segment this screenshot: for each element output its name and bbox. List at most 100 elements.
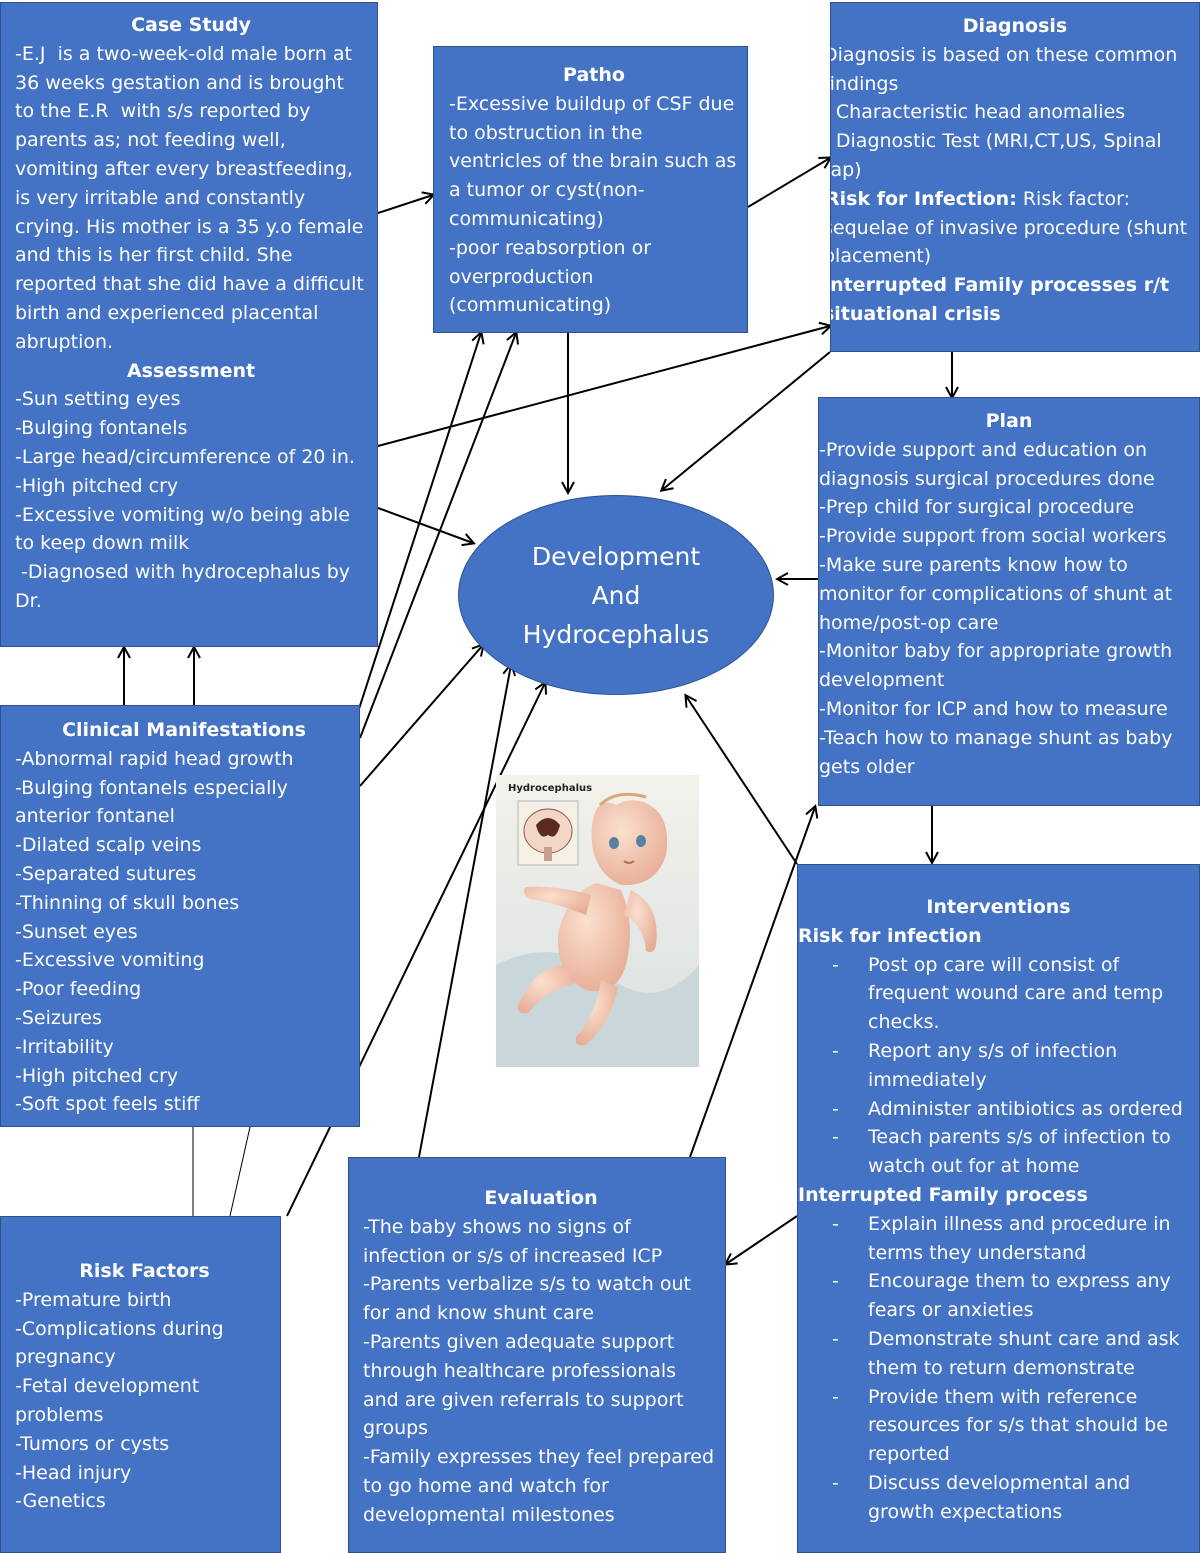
case-study-line: -E.J is a two-week-old male born at — [15, 42, 352, 65]
diagnosis-family-line: situational crisis — [830, 302, 1001, 325]
evaluation-line: to go home and watch for — [363, 1474, 609, 1497]
plan-box: Plan -Provide support and education on di… — [818, 397, 1200, 806]
assessment-line: -Large head/circumference of 20 in. — [15, 445, 355, 468]
assessment-line: -High pitched cry — [15, 474, 179, 497]
risk-factors-title: Risk Factors — [79, 1260, 210, 1282]
assessment-line: -Sun setting eyes — [15, 388, 181, 411]
hydrocephalus-illustration: Hydrocephalus — [496, 775, 699, 1067]
center-line-2: And — [591, 580, 641, 610]
interventions-family-item-text: Demonstrate shunt care and ask them to r… — [868, 1327, 1180, 1379]
risk-factors-line: problems — [15, 1403, 104, 1426]
clinical-line: -Sunset eyes — [15, 920, 138, 943]
risk-factors-line: -Fetal development — [15, 1375, 200, 1398]
risk-factors-line: -Premature birth — [15, 1288, 172, 1311]
center-line-3: Hydrocephalus — [522, 619, 710, 649]
assessment-title: Assessment — [126, 359, 256, 382]
risk-factors-line: pregnancy — [15, 1346, 116, 1369]
interventions-family-title: Interrupted Family process — [798, 1183, 1088, 1206]
interventions-family-item-text: Discuss developmental and growth expecta… — [868, 1471, 1131, 1523]
case-study-line: 36 weeks gestation and is brought — [15, 71, 344, 94]
evaluation-line: through healthcare professionals — [363, 1359, 677, 1382]
plan-line: -Make sure parents know how to — [819, 553, 1128, 576]
case-study-line: parents as; not feeding well, — [15, 129, 286, 152]
interventions-box: Interventions Risk for infection -Post o… — [797, 864, 1200, 1553]
evaluation-line: infection or s/s of increased ICP — [363, 1244, 663, 1267]
assessment-line: to keep down milk — [15, 532, 190, 555]
case-study-line: crying. His mother is a 35 y.o female — [15, 215, 364, 238]
interventions-infection-item-text: Report any s/s of infection immediately — [868, 1039, 1118, 1091]
arrow-clinical-to-center — [359, 645, 483, 787]
diagnosis-risk-label: Risk for Infection: — [830, 187, 1017, 210]
clinical-line: -Thinning of skull bones — [15, 891, 240, 914]
plan-line: development — [819, 669, 945, 692]
clinical-line: -Soft spot feels stiff — [15, 1093, 200, 1116]
clinical-line: -Abnormal rapid head growth — [15, 747, 294, 770]
bullet-dash: - — [832, 1212, 839, 1235]
bullet-dash: - — [832, 1327, 839, 1350]
baby-illustration-svg — [496, 775, 699, 1067]
plan-line: -Teach how to manage shunt as baby — [819, 726, 1173, 749]
plan-title: Plan — [985, 410, 1033, 432]
bullet-dash: - — [832, 1471, 839, 1494]
illustration-label: Hydrocephalus — [508, 783, 593, 794]
patho-line: ventricles of the brain such as — [449, 150, 737, 173]
risk-factors-line: -Tumors or cysts — [15, 1432, 170, 1455]
assessment-line: Dr. — [15, 589, 42, 612]
evaluation-line: -Parents given adequate support — [363, 1330, 675, 1353]
evaluation-line: for and know shunt care — [363, 1302, 594, 1325]
plan-text: -Provide support and education on diagnos… — [819, 436, 1199, 782]
diagnosis-risk-text: Risk factor: — [1016, 187, 1130, 210]
assessment-line: -Diagnosed with hydrocephalus by — [15, 561, 351, 584]
bullet-dash: - — [832, 1385, 839, 1408]
clinical-title: Clinical Manifestations — [62, 719, 306, 741]
arrow-assessment-to-center — [377, 507, 473, 543]
interventions-infection-title: Risk for infection — [798, 924, 982, 947]
diagnosis-box: Diagnosis Diagnosis is based on these co… — [830, 2, 1200, 352]
interventions-family-item: - Explain illness and procedure in terms … — [798, 1210, 1199, 1268]
diagnosis-line: findings — [830, 72, 899, 95]
case-study-box: Case Study -E.J is a two-week-old male b… — [0, 2, 378, 647]
assessment-line: -Bulging fontanels — [15, 417, 188, 440]
clinical-line: -Dilated scalp veins — [15, 834, 202, 857]
diagnosis-line: Diagnosis is based on these common — [830, 43, 1178, 66]
risk-factors-text: -Premature birth -Complications during pre… — [15, 1286, 274, 1516]
plan-line: -Monitor baby for appropriate growth — [819, 640, 1173, 663]
interventions-family-item-text: Explain illness and procedure in terms t… — [868, 1212, 1171, 1264]
case-study-line: to the E.R with s/s reported by — [15, 100, 311, 123]
diagnosis-line: - Diagnostic Test (MRI,CT,US, Spinal — [830, 130, 1162, 153]
clinical-line: -Seizures — [15, 1006, 102, 1029]
clinical-line: -Bulging fontanels especially — [15, 776, 288, 799]
diagnosis-text: Diagnosis is based on these common findin… — [830, 41, 1199, 185]
arrow-diagnosis-to-center — [662, 351, 831, 490]
evaluation-line: and are given referrals to support — [363, 1388, 684, 1411]
case-study-line: is very irritable and constantly — [15, 186, 306, 209]
arrow-case-to-patho — [377, 195, 433, 214]
risk-factors-line: -Complications during — [15, 1317, 224, 1340]
plan-line: home/post-op care — [819, 611, 999, 634]
diagnosis-risk-line: Risk for Infection: Risk factor: — [830, 185, 1199, 214]
diagnosis-risk-line: sequelae of invasive procedure (shunt — [830, 216, 1188, 239]
plan-line: -Provide support and education on — [819, 438, 1148, 461]
patho-line: -Excessive buildup of CSF due — [449, 92, 735, 115]
interventions-family-item: -Provide them with reference resources f… — [798, 1383, 1199, 1469]
patho-line: (communicating) — [449, 294, 612, 317]
clinical-line: anterior fontanel — [15, 805, 175, 828]
arrow-interventions-to-eval — [726, 1215, 798, 1264]
connector-line-2 — [229, 1126, 251, 1217]
bullet-dash: - — [832, 1097, 839, 1120]
center-line-1: Development — [531, 541, 701, 571]
arrow-patho-to-diagnosis — [747, 158, 830, 208]
diagnosis-title: Diagnosis — [962, 15, 1068, 37]
evaluation-line: developmental milestones — [363, 1503, 615, 1526]
clinical-text: -Abnormal rapid head growth -Bulging font… — [15, 745, 353, 1119]
plan-line: diagnosis surgical procedures done — [819, 467, 1155, 490]
interventions-family-item-text: Encourage them to express any fears or a… — [868, 1270, 1171, 1322]
interventions-infection-item-text: Administer antibiotics as ordered — [868, 1097, 1183, 1120]
plan-line: -Monitor for ICP and how to measure — [819, 697, 1168, 720]
interventions-infection-list: -Post op care will consist of frequent w… — [798, 951, 1199, 1181]
